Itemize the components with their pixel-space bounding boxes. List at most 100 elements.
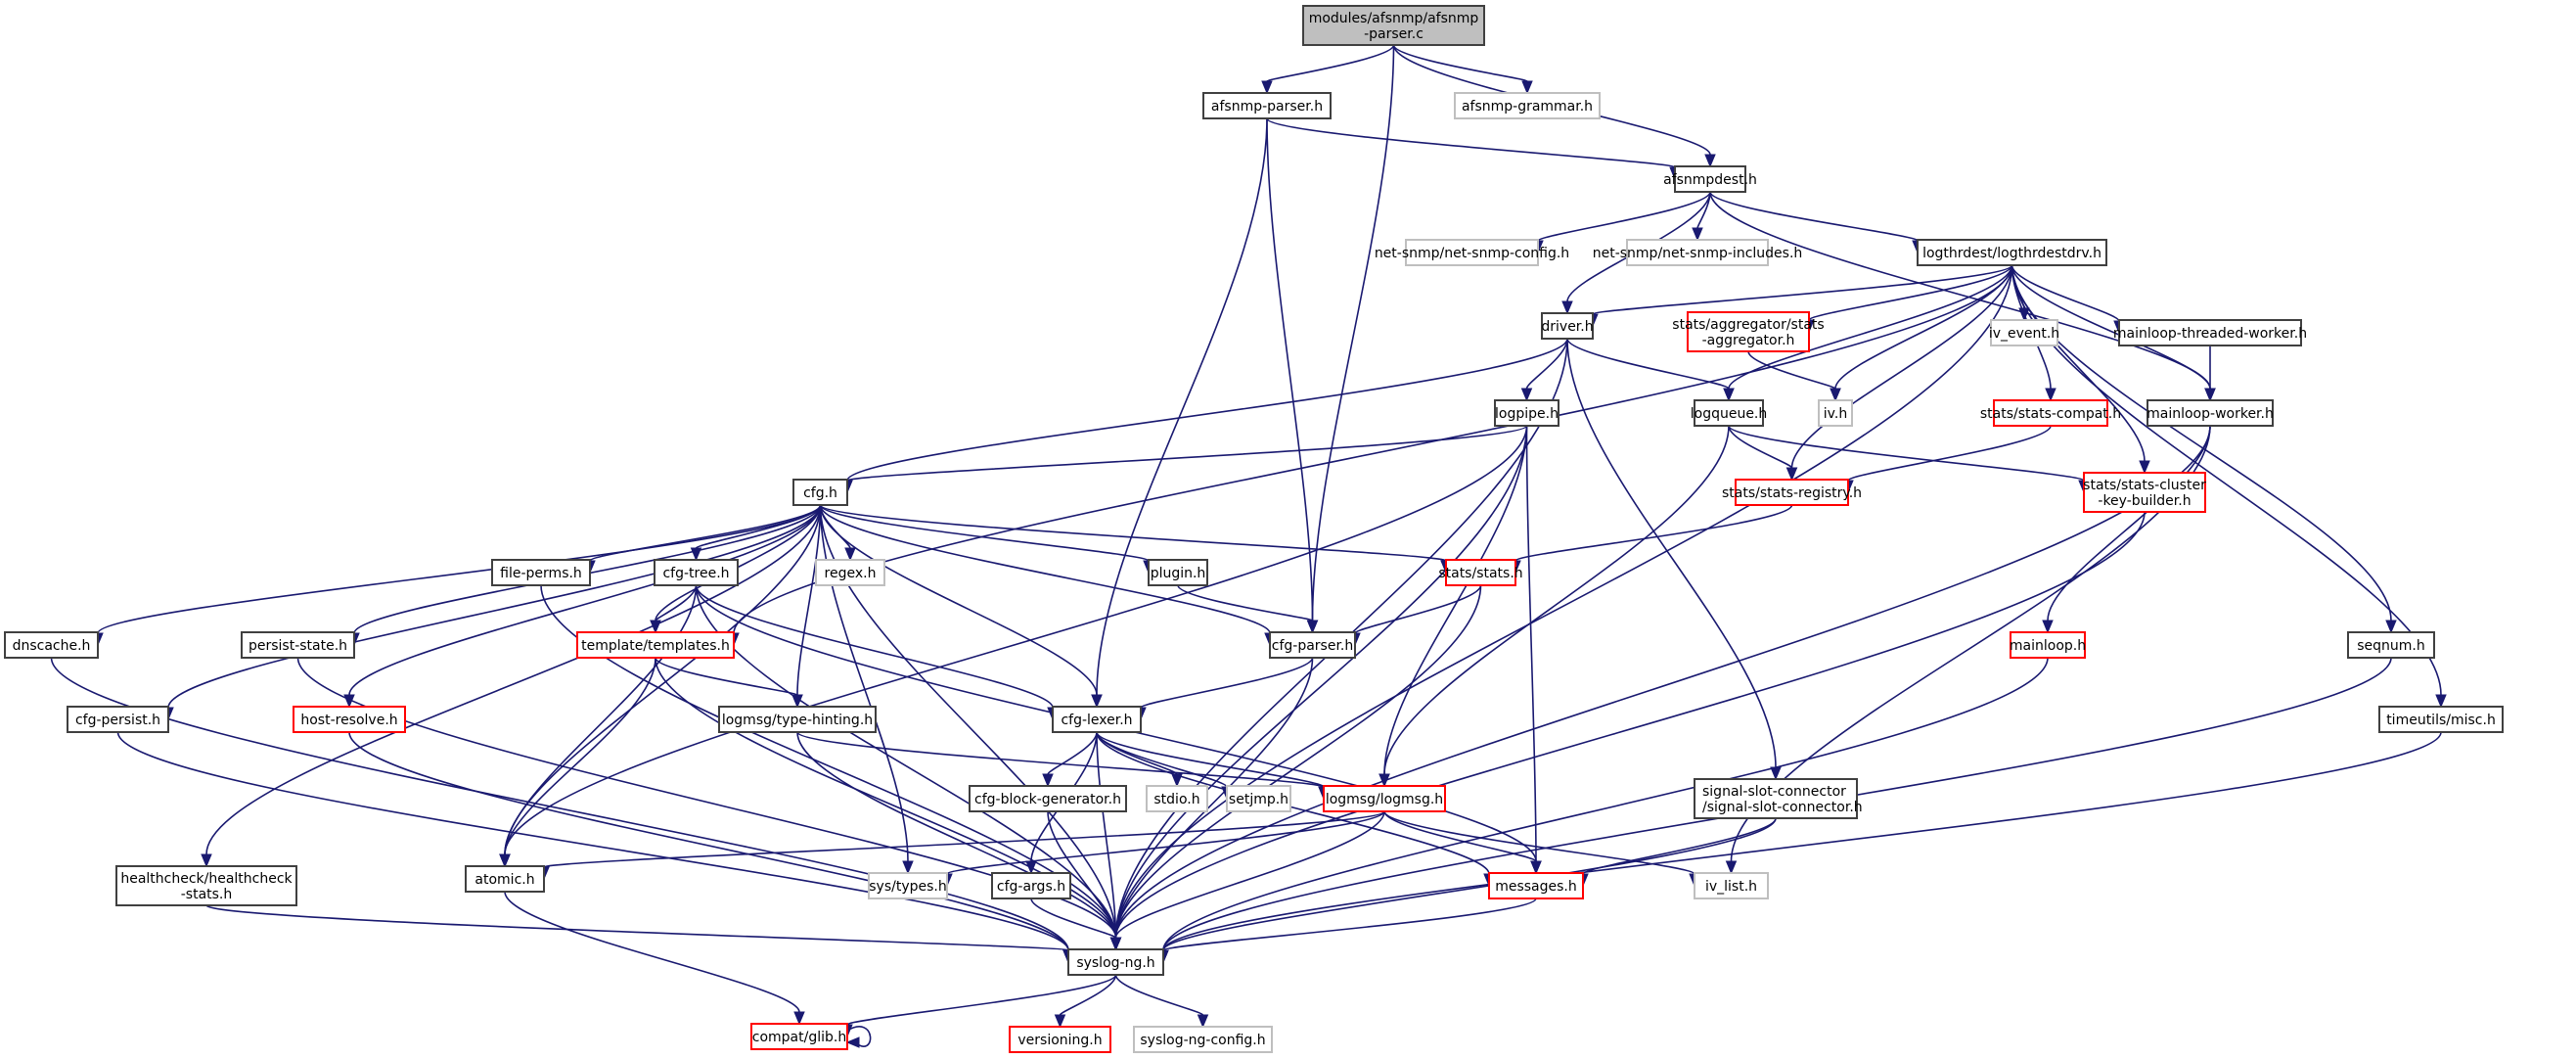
edge-line [97,504,822,634]
node-box [1735,479,1849,506]
node-cfg-lexer-h[interactable]: cfg-lexer.h [1052,706,1142,733]
node-stats-cluster-key-builder-h[interactable]: stats/stats-cluster-key-builder.h [2083,472,2206,513]
node-cfg-tree-h[interactable]: cfg-tree.h [654,559,739,586]
node-versioning-h[interactable]: versioning.h [1009,1026,1111,1053]
edge-arrowhead [1830,388,1841,402]
node-box [241,631,355,659]
node-label: atomic.h [475,872,534,888]
node-timeutils-misc-h[interactable]: timeutils/misc.h [2378,706,2504,733]
node-label: net-snmp/net-snmp-config.h [1375,246,1569,261]
node-logqueue-h[interactable]: logqueue.h [1691,399,1768,427]
edge-line [1383,810,1695,875]
edge-logthrdestdrv-h-to-stats-cluster-key-builder-h [2011,264,2150,475]
node-cfg-parser-h[interactable]: cfg-parser.h [1269,631,1356,659]
edge-stats-aggregator-h-to-iv-h [1747,350,1841,402]
edge-line [1709,191,1919,242]
node-logthrdestdrv-h[interactable]: logthrdest/logthrdestdrv.h [1917,239,2107,266]
node-stats-aggregator-h[interactable]: stats/aggregator/stats-aggregator.h [1672,311,1825,352]
node-label: setjmp.h [1229,792,1288,807]
node-cfg-block-generator-h[interactable]: cfg-block-generator.h [969,785,1127,812]
node-box [1269,631,1356,659]
edge-line [1383,810,1537,862]
node-logmsg-h[interactable]: logmsg/logmsg.h [1323,785,1446,812]
node-stats-registry-h[interactable]: stats/stats-registry.h [1722,479,1862,506]
node-label: -key-builder.h [2098,493,2191,509]
edge-logpipe-h-to-messages-h [1525,425,1542,875]
edge-host-resolve-h-to-syslog-ng-h [348,731,1074,964]
node-box [1990,319,2058,346]
node-label: net-snmp/net-snmp-includes.h [1593,246,1803,261]
node-plugin-h[interactable]: plugin.h [1148,559,1208,586]
edge-line [1537,191,1711,242]
node-compat-glib-h[interactable]: compat/glib.h [750,1023,848,1050]
node-net-snmp-config-h[interactable]: net-snmp/net-snmp-config.h [1375,239,1569,266]
node-stats-h[interactable]: stats/stats.h [1438,559,1523,586]
edge-arrowhead [1530,860,1542,875]
node-file-perms-h[interactable]: file-perms.h [491,559,591,586]
edge-line [1047,810,1117,939]
node-syslog-ng-config-h[interactable]: syslog-ng-config.h [1133,1026,1273,1053]
edge-line [50,657,1069,951]
node-net-snmp-includes-h[interactable]: net-snmp/net-snmp-includes.h [1593,239,1803,266]
node-label: -parser.c [1364,26,1424,42]
edge-line [655,584,698,622]
node-label: versioning.h [1017,1033,1102,1048]
node-mainloop-h[interactable]: mainloop.h [2010,631,2086,659]
node-messages-h[interactable]: messages.h [1488,872,1584,899]
node-persist-state-h[interactable]: persist-state.h [241,631,355,659]
node-syslog-ng-h[interactable]: syslog-ng.h [1067,948,1164,976]
node-healthcheck-stats-h[interactable]: healthcheck/healthcheck-stats.h [115,865,297,906]
node-root[interactable]: modules/afsnmp/afsnmp-parser.c [1302,5,1485,46]
edge-cfg-h-to-cfg-persist-h [162,504,822,721]
node-box [2378,706,2504,733]
node-label: logpipe.h [1495,406,1559,422]
node-iv-list-h[interactable]: iv_list.h [1694,872,1769,899]
edge-arrowhead [1723,388,1735,402]
node-mainloop-worker-h[interactable]: mainloop-worker.h [2147,399,2274,427]
node-cfg-h[interactable]: cfg.h [792,479,848,506]
edge-line [2011,264,2211,390]
node-stats-compat-h[interactable]: stats/stats-compat.h [1980,399,2121,427]
node-box [4,631,99,659]
node-box [1674,165,1746,193]
node-type-hinting-h[interactable]: logmsg/type-hinting.h [718,706,877,733]
edge-mainloop-threaded-worker-h-to-mainloop-worker-h [2204,345,2216,402]
node-afsnmpdest-h[interactable]: afsnmpdest.h [1663,165,1757,193]
node-afsnmp-parser-h[interactable]: afsnmp-parser.h [1202,92,1332,119]
node-mainloop-threaded-worker-h[interactable]: mainloop-threaded-worker.h [2113,319,2307,346]
edge-line [819,504,1150,562]
edge-line [796,504,822,696]
node-driver-h[interactable]: driver.h [1541,312,1594,340]
node-iv-h[interactable]: iv.h [1818,399,1853,427]
edge-line [504,657,656,855]
edge-logpipe-h-to-syslog-ng-h [1109,425,1528,951]
edge-plugin-h-to-cfg-parser-h [1177,584,1319,634]
node-templates-h[interactable]: template/templates.h [576,631,735,659]
edge-line [819,504,1098,696]
node-stdio-h[interactable]: stdio.h [1146,785,1208,812]
node-box [1488,872,1584,899]
node-iv-event-h[interactable]: iv_event.h [1989,319,2059,346]
node-sys-types-h[interactable]: sys/types.h [868,872,948,899]
edge-line [296,657,1117,939]
edge-cfg-tree-h-to-templates-h [650,584,698,634]
edge-line [1728,425,1793,469]
node-cfg-args-h[interactable]: cfg-args.h [991,872,1071,899]
node-seqnum-h[interactable]: seqnum.h [2347,631,2435,659]
node-label: iv.h [1824,406,1847,422]
node-cfg-persist-h[interactable]: cfg-persist.h [67,706,169,733]
node-atomic-h[interactable]: atomic.h [465,865,545,893]
node-dnscache-h[interactable]: dnscache.h [4,631,99,659]
edge-line [1266,117,1676,168]
node-regex-h[interactable]: regex.h [815,559,885,586]
node-setjmp-h[interactable]: setjmp.h [1226,785,1291,812]
edge-logqueue-h-to-stats-registry-h [1728,425,1798,482]
edge-driver-h-to-cfg-h [841,338,1568,494]
edge-line [1847,425,2052,482]
edge-afsnmp-parser-h-to-afsnmpdest-h [1266,117,1681,181]
node-afsnmp-grammar-h[interactable]: afsnmp-grammar.h [1454,92,1601,119]
node-logpipe-h[interactable]: logpipe.h [1494,399,1559,427]
node-host-resolve-h[interactable]: host-resolve.h [293,706,406,733]
node-signal-slot-connector-h[interactable]: signal-slot-connector/signal-slot-connec… [1694,778,1863,819]
edge-line [1114,511,2146,939]
